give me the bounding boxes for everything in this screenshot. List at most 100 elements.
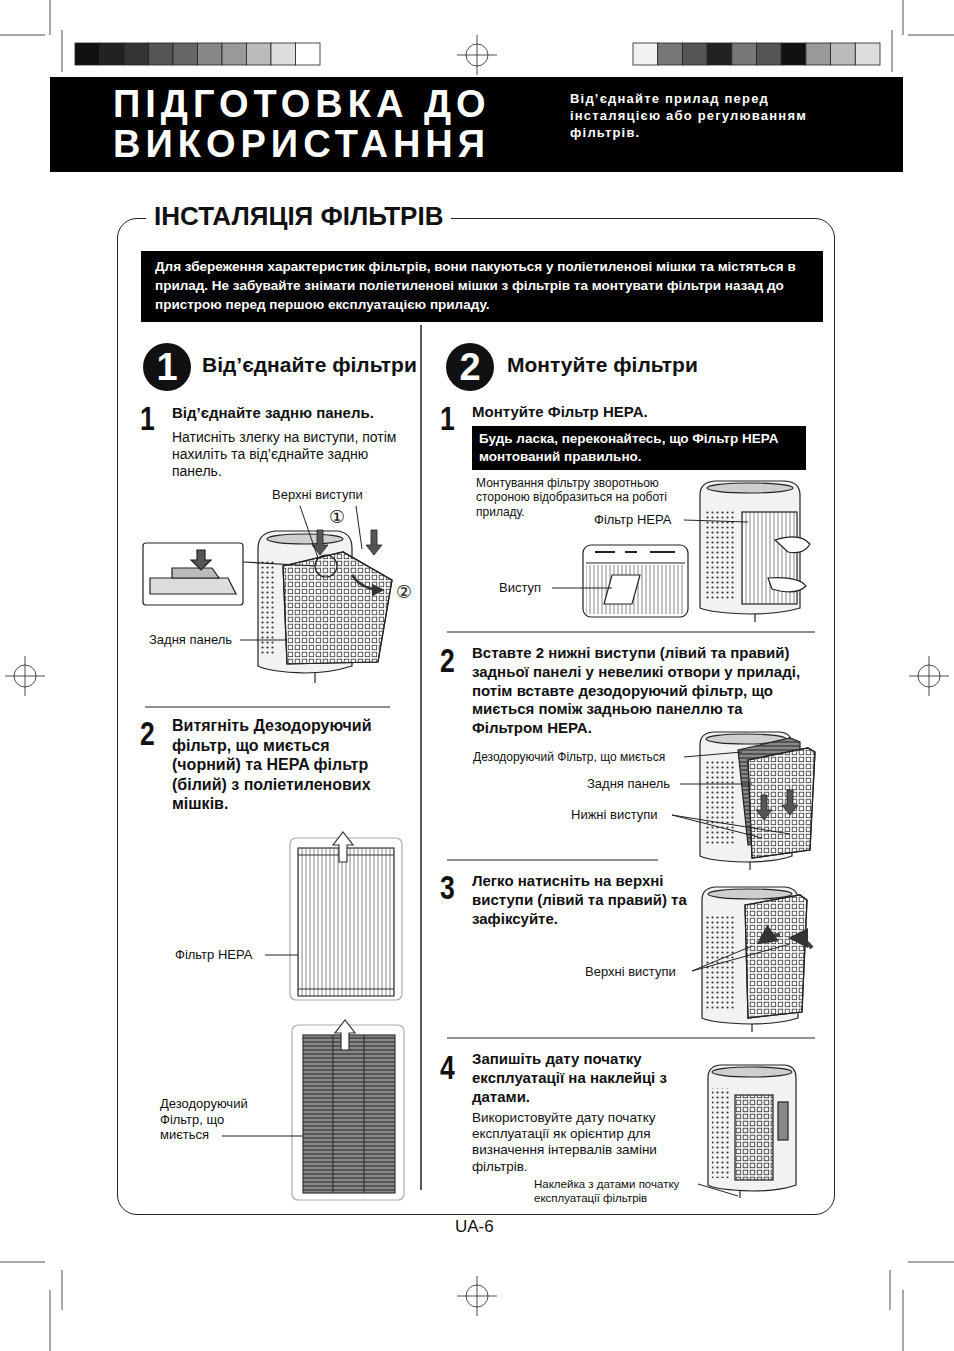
hepa-filter [265,832,402,1000]
column-divider [420,325,422,1190]
step-number: 1 [440,401,455,435]
part-label: Нижні виступи [571,807,658,823]
air-purifier [768,578,806,592]
air-purifier [712,1088,730,1178]
air-purifier [778,1102,788,1140]
air-purifier [751,1024,752,1032]
warning-note: Від’єднайте прилад перед інсталяцією або… [570,91,845,142]
step-number: 2 [140,716,155,750]
step-text: Використовуйте дату початку експлуатації… [472,1110,687,1175]
deodorizing-filter [292,1025,404,1200]
step-rule [145,706,390,707]
detail-inset [583,545,688,617]
step-text: Витягніть Дезодоруючий фільтр, що миєтьс… [172,716,400,814]
part-heading: Монтуйте фільтри [507,352,698,377]
air-purifier [708,889,792,899]
detail-inset [243,562,315,566]
air-purifier [261,560,275,656]
registration-bar [75,43,880,65]
air-purifier [754,614,755,622]
leader-line [698,1184,738,1196]
step-rule [447,631,815,632]
leader-line [356,506,362,549]
registration-bar [633,43,658,65]
deodorizing-filter [303,1035,395,1193]
step-number: 3 [440,870,455,904]
warning-text: Будь ласка, переконайтесь, що Фільтр HEP… [472,426,806,469]
registration-bar [75,43,100,65]
detail-inset [315,555,337,577]
note-box: Для збереження характеристик фільтрів, в… [141,251,823,322]
air-purifier [702,887,807,1032]
crop-mark [5,656,45,696]
leader-line [698,1184,738,1196]
insert-arrow [782,790,798,815]
step-text: Запишіть дату початку експлуатації на на… [472,1050,687,1106]
registration-bar [781,43,806,65]
section-heading: ІНСТАЛЯЦІЯ ФІЛЬТРІВ [146,201,451,232]
leader-line [680,784,752,785]
detail-inset [191,550,211,570]
registration-bar [100,43,125,65]
hepa-filter [265,955,298,956]
part-label: Дезодоруючий Фільтр, що миється [473,750,665,764]
tilt-arrow [352,575,382,590]
part-label: Фільтр HEPA [594,512,671,528]
part-label: Виступ [499,580,541,596]
crop-mark [0,1262,62,1351]
detail-inset [604,575,640,604]
circle-number: 2 [446,343,494,391]
air-purifier [748,748,815,858]
leader-line [692,944,790,971]
air-purifier [708,1065,796,1198]
registration-bar [658,43,683,65]
air-purifier [704,760,734,845]
step-circle: 2Монтуйте фільтри [446,343,494,391]
hepa-filter [333,832,353,862]
leader-line [552,520,748,588]
leader-line [240,640,287,641]
press-arrow [760,935,780,942]
detail-inset [150,578,236,594]
leader-line [300,506,318,558]
detail-inset [583,545,688,617]
press-arrow [312,530,328,555]
step-text: Натисніть злегку на виступи, потім нахил… [172,429,404,480]
step-rule [447,859,658,860]
deodorizing-filter [335,1020,355,1050]
leader-line [240,506,362,640]
registration-bar [296,43,321,65]
deodorizing-filter [332,1035,333,1193]
detail-inset [595,551,675,553]
air-purifier [700,481,810,622]
leader-line [684,752,742,757]
part-label: Верхні виступи [272,487,363,503]
tilt-arrow [352,575,382,590]
hepa-filter [298,848,394,996]
registration-bar [271,43,296,65]
leader-line [672,815,790,834]
step-number: 1 [140,401,155,435]
detail-inset [586,565,685,614]
header-band: ПІДГОТОВКА ДО ВИКОРИСТАННЯВід’єднайте пр… [50,77,903,172]
step-text: Легко натисніть на верхні виступи (лівий… [472,872,687,928]
leader-line [692,946,752,971]
registration-bar [149,43,174,65]
registration-bar [173,43,198,65]
registration-bar [124,43,149,65]
detail-inset [586,562,685,563]
air-purifier [748,748,815,858]
deodorizing-filter [222,1136,303,1137]
crop-mark [892,0,954,72]
press-arrow [760,935,812,948]
detail-inset [172,568,219,578]
crop-mark [890,1262,954,1351]
part-label: Верхні виступи [585,964,676,980]
leader-line [692,944,790,971]
part-heading: Від’єднайте фільтри [202,352,417,377]
step-rule [447,1037,815,1038]
air-purifier [739,1191,740,1198]
part-label: Наклейка з датами початку експлуатації ф… [534,1178,709,1206]
registration-bar [855,43,880,65]
